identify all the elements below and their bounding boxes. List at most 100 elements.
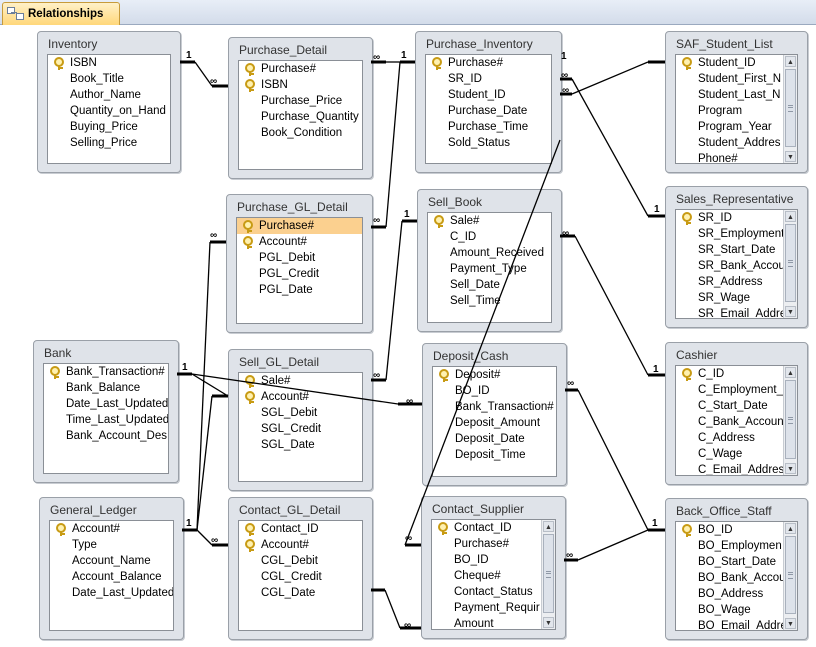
field-payment-type[interactable]: Payment_Type xyxy=(428,261,551,277)
field-purchase[interactable]: Purchase# xyxy=(237,218,362,234)
field-sell-date[interactable]: Sell_Date xyxy=(428,277,551,293)
scroll-up-icon[interactable]: ▲ xyxy=(543,521,554,532)
field-payment-requir[interactable]: Payment_Requir xyxy=(432,600,541,616)
field-sgl-credit[interactable]: SGL_Credit xyxy=(239,421,362,437)
field-bank-account-des[interactable]: Bank_Account_Des xyxy=(44,428,168,444)
field-pgl-date[interactable]: PGL_Date xyxy=(237,282,362,298)
scroll-up-icon[interactable]: ▲ xyxy=(785,56,796,67)
field-sale[interactable]: Sale# xyxy=(239,373,362,389)
field-student-last-n[interactable]: Student_Last_N xyxy=(676,87,783,103)
field-author-name[interactable]: Author_Name xyxy=(48,87,170,103)
field-deposit[interactable]: Deposit# xyxy=(433,367,556,383)
field-sr-employment[interactable]: SR_Employment xyxy=(676,226,783,242)
field-sr-wage[interactable]: SR_Wage xyxy=(676,290,783,306)
field-c-address[interactable]: C_Address xyxy=(676,430,783,446)
field-selling-price[interactable]: Selling_Price xyxy=(48,135,170,151)
field-date-last-updated[interactable]: Date_Last_Updated xyxy=(44,396,168,412)
field-buying-price[interactable]: Buying_Price xyxy=(48,119,170,135)
field-purchase-quantity[interactable]: Purchase_Quantity xyxy=(239,109,362,125)
field-bo-employmen[interactable]: BO_Employmen xyxy=(676,538,783,554)
field-contact-status[interactable]: Contact_Status xyxy=(432,584,541,600)
field-bo-start-date[interactable]: BO_Start_Date xyxy=(676,554,783,570)
field-book-title[interactable]: Book_Title xyxy=(48,71,170,87)
scroll-down-icon[interactable]: ▼ xyxy=(543,617,554,628)
table-title[interactable]: Purchase_GL_Detail xyxy=(237,200,348,214)
vertical-scrollbar[interactable]: ▲▼ xyxy=(783,55,797,163)
field-date-last-updated[interactable]: Date_Last_Updated xyxy=(50,585,173,601)
field-program[interactable]: Program xyxy=(676,103,783,119)
field-bo-id[interactable]: BO_ID xyxy=(432,552,541,568)
table-title[interactable]: SAF_Student_List xyxy=(676,37,773,51)
field-student-id[interactable]: Student_ID xyxy=(676,55,783,71)
vertical-scrollbar[interactable]: ▲▼ xyxy=(783,522,797,630)
field-bo-id[interactable]: BO_ID xyxy=(433,383,556,399)
field-sr-id[interactable]: SR_ID xyxy=(676,210,783,226)
table-title[interactable]: Sell_Book xyxy=(428,195,483,209)
field-contact-id[interactable]: Contact_ID xyxy=(239,521,362,537)
field-purchase[interactable]: Purchase# xyxy=(426,55,551,71)
field-contact-id[interactable]: Contact_ID xyxy=(432,520,541,536)
field-sr-address[interactable]: SR_Address xyxy=(676,274,783,290)
field-program-year[interactable]: Program_Year xyxy=(676,119,783,135)
field-sgl-date[interactable]: SGL_Date xyxy=(239,437,362,453)
field-c-id[interactable]: C_ID xyxy=(676,366,783,382)
field-bo-address[interactable]: BO_Address xyxy=(676,586,783,602)
field-sold-status[interactable]: Sold_Status xyxy=(426,135,551,151)
table-title[interactable]: Sales_Representative xyxy=(676,192,794,206)
field-student-id[interactable]: Student_ID xyxy=(426,87,551,103)
field-bank-transaction[interactable]: Bank_Transaction# xyxy=(44,364,168,380)
table-title[interactable]: Contact_Supplier xyxy=(432,502,525,516)
table-title[interactable]: Inventory xyxy=(48,37,98,51)
field-type[interactable]: Type xyxy=(50,537,173,553)
table-title[interactable]: Deposit_Cash xyxy=(433,349,509,363)
field-deposit-date[interactable]: Deposit_Date xyxy=(433,431,556,447)
field-pgl-credit[interactable]: PGL_Credit xyxy=(237,266,362,282)
field-sgl-debit[interactable]: SGL_Debit xyxy=(239,405,362,421)
field-pgl-debit[interactable]: PGL_Debit xyxy=(237,250,362,266)
field-account[interactable]: Account# xyxy=(237,234,362,250)
table-title[interactable]: Purchase_Inventory xyxy=(426,37,533,51)
table-title[interactable]: Bank xyxy=(44,346,72,360)
field-cgl-credit[interactable]: CGL_Credit xyxy=(239,569,362,585)
field-amount-received[interactable]: Amount_Received xyxy=(428,245,551,261)
field-quantity-on-hand[interactable]: Quantity_on_Hand xyxy=(48,103,170,119)
table-title[interactable]: Sell_GL_Detail xyxy=(239,355,320,369)
field-account[interactable]: Account# xyxy=(50,521,173,537)
relationships-tab[interactable]: Relationships xyxy=(2,2,121,25)
scroll-down-icon[interactable]: ▼ xyxy=(785,463,796,474)
scroll-thumb[interactable] xyxy=(785,224,796,302)
field-student-first-n[interactable]: Student_First_N xyxy=(676,71,783,87)
vertical-scrollbar[interactable]: ▲▼ xyxy=(783,210,797,318)
field-c-employment[interactable]: C_Employment_ xyxy=(676,382,783,398)
field-student-addres[interactable]: Student_Addres xyxy=(676,135,783,151)
scroll-thumb[interactable] xyxy=(785,69,796,147)
scroll-thumb[interactable] xyxy=(543,534,554,613)
table-title[interactable]: Contact_GL_Detail xyxy=(239,503,341,517)
field-book-condition[interactable]: Book_Condition xyxy=(239,125,362,141)
field-isbn[interactable]: ISBN xyxy=(239,77,362,93)
field-phone[interactable]: Phone# xyxy=(676,151,783,163)
scroll-up-icon[interactable]: ▲ xyxy=(785,367,796,378)
field-sell-time[interactable]: Sell_Time xyxy=(428,293,551,309)
